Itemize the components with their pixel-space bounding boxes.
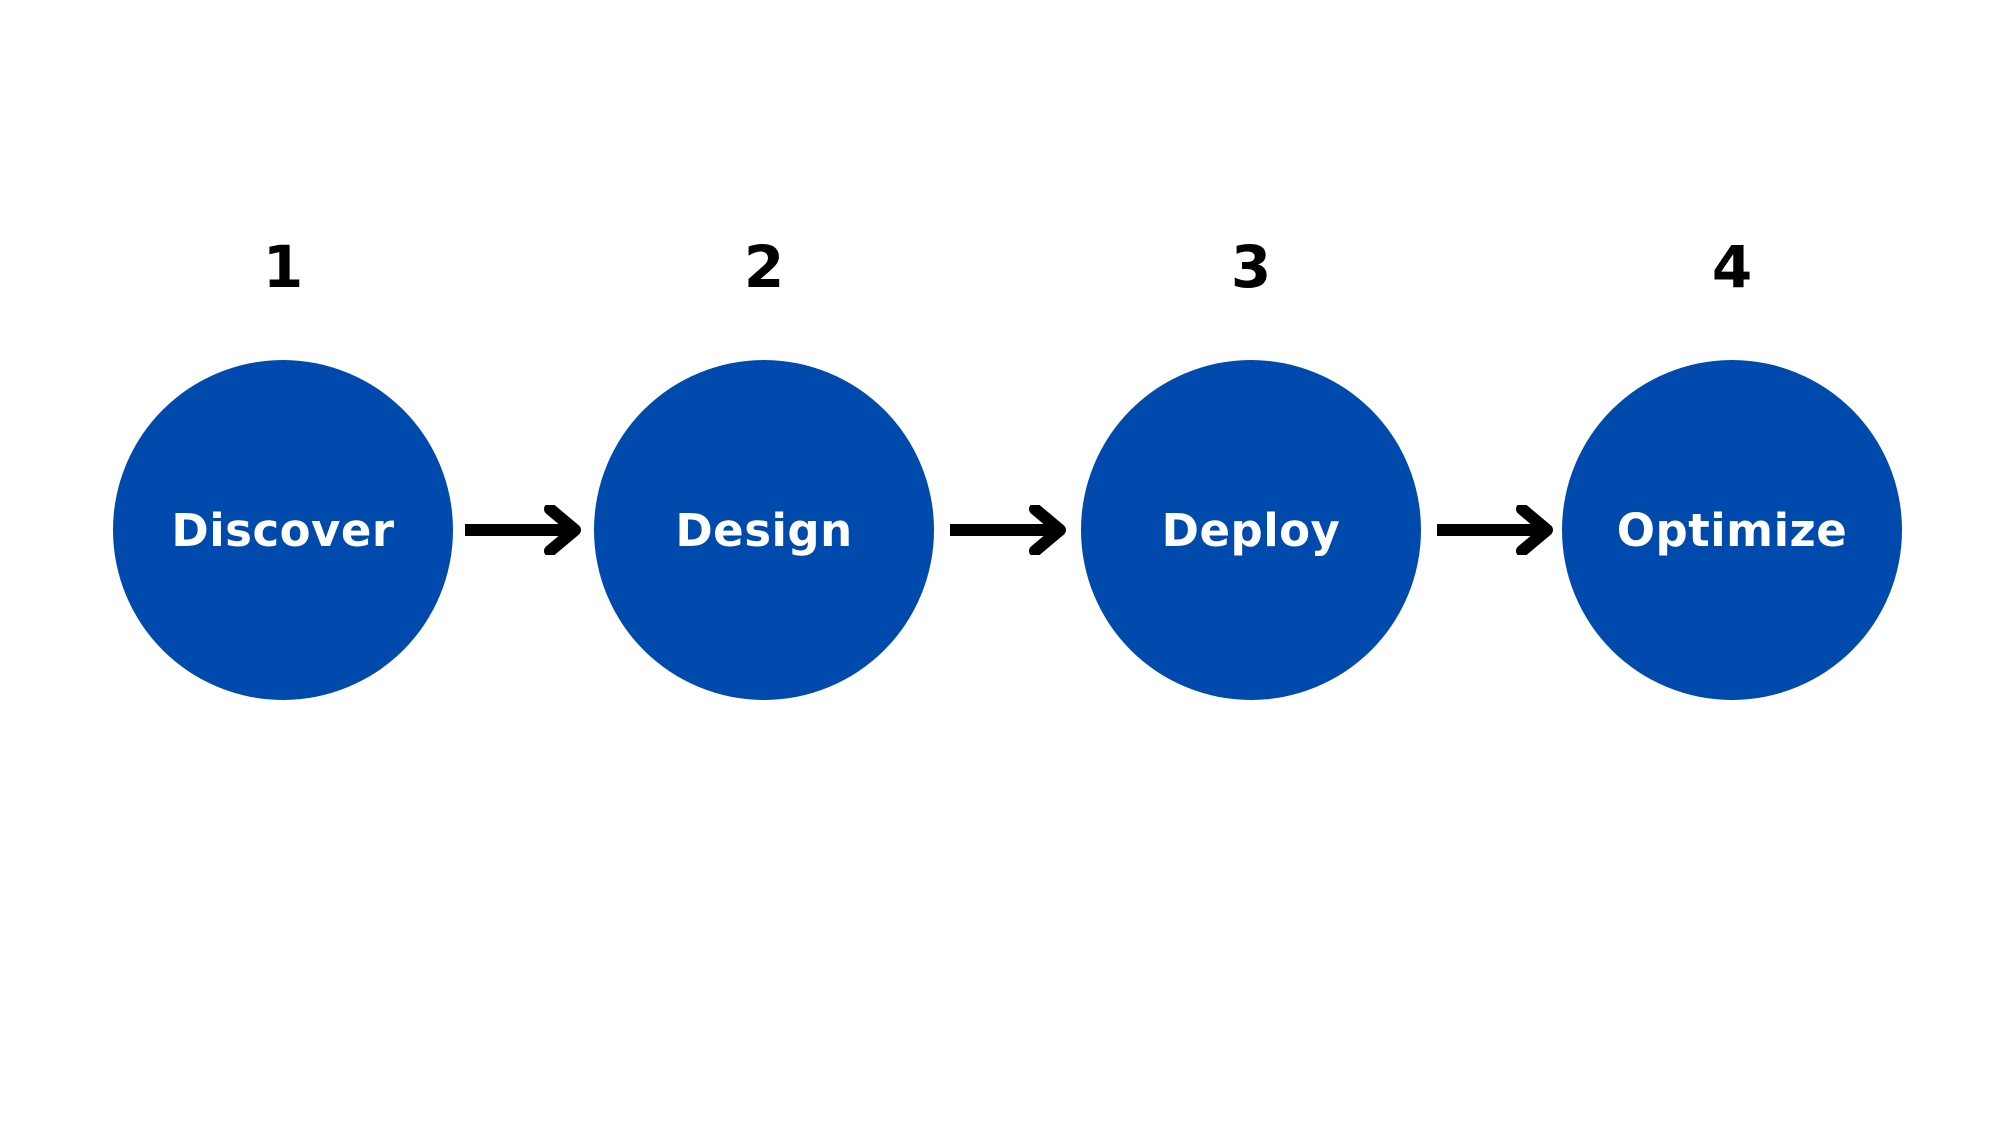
step-label: Design [675,503,853,557]
right-arrow-icon [1437,505,1553,555]
step-circle: Design [594,360,934,700]
step-label: Deploy [1161,503,1341,557]
right-arrow-icon [950,505,1066,555]
step-number: 3 [1230,233,1272,301]
step-number: 2 [743,233,785,301]
step-label: Discover [171,503,395,557]
step-number: 4 [1711,233,1753,301]
step-label: Optimize [1616,503,1848,557]
step-circle: Discover [113,360,453,700]
step-circle: Deploy [1081,360,1421,700]
step-number: 1 [262,233,304,301]
step-circle: Optimize [1562,360,1902,700]
right-arrow-icon [465,505,581,555]
